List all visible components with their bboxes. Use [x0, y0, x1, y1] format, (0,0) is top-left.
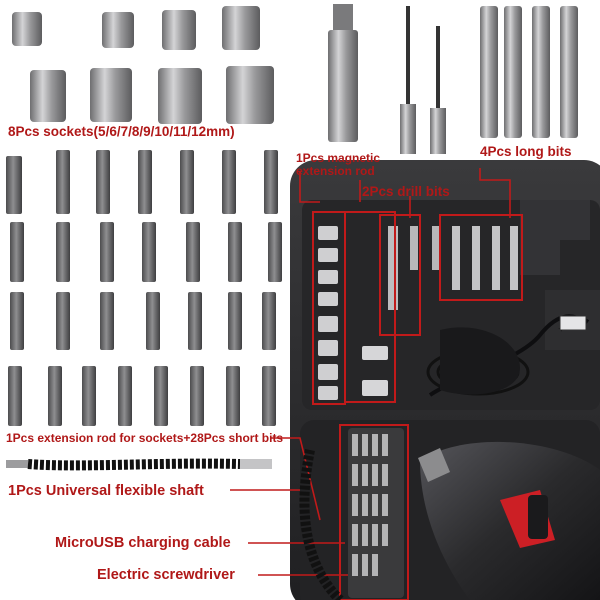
case-bit-row [388, 226, 518, 310]
magnetic-extension-rod [328, 4, 358, 142]
short-bits-grid [6, 150, 282, 426]
flexible-shaft-label: 1Pcs Universal flexible shaft [8, 483, 204, 499]
electric-screwdriver [418, 441, 600, 600]
long-bits-group [480, 6, 578, 138]
case-socket-tray [318, 226, 388, 400]
flexible-shaft [6, 449, 344, 600]
bit-holder-panel [348, 428, 404, 598]
long-bits-label: 4Pcs long bits [480, 144, 572, 159]
charging-cable-label: MicroUSB charging cable [55, 535, 231, 551]
highlight-boxes [312, 211, 523, 600]
sockets-group [12, 6, 274, 124]
screwdriver-label: Electric screwdriver [97, 567, 235, 583]
drill-bits-group [400, 6, 446, 154]
screwdriver-in-case [440, 327, 520, 395]
sockets-label: 8Pcs sockets(5/6/7/8/9/10/11/12mm) [8, 124, 235, 139]
drill-bits-label: 2Pcs drill bits [362, 184, 450, 199]
extension-rod-label: 1Pcs magnetic extension rod [296, 151, 381, 178]
callout-lines [230, 168, 511, 576]
short-bits-label: 1Pcs extension rod for sockets+28Pcs sho… [6, 431, 284, 445]
